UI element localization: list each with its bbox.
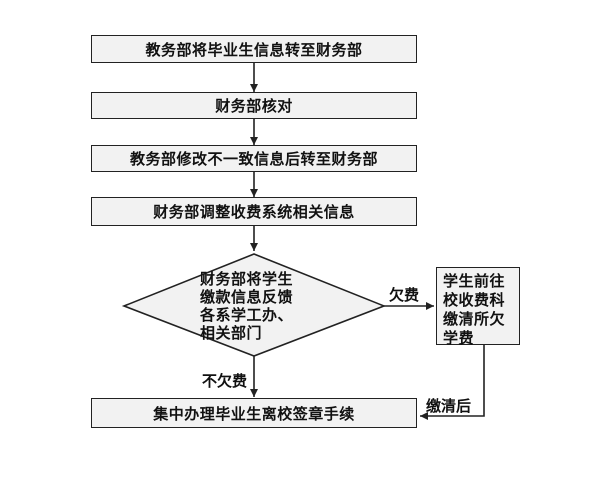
arrow-side-final — [420, 345, 485, 420]
branch-no-debt-label: 不欠费 — [202, 372, 248, 390]
step-1-box: 教务部将毕业生信息转至财务部 — [91, 35, 417, 63]
side-step-box: 学生前往 校收费科 缴清所欠 学费 — [436, 267, 520, 347]
decision-text: 财务部将学生 缴款信息反馈 各系学工办、 相关部门 — [200, 270, 294, 342]
return-label: 缴清后 — [426, 397, 472, 415]
step-4-box: 财务部调整收费系统相关信息 — [91, 197, 417, 226]
final-step-box: 集中办理毕业生离校签章手续 — [91, 398, 417, 428]
step-2-box: 财务部核对 — [91, 92, 417, 119]
step-3-box: 教务部修改不一致信息后转至财务部 — [91, 145, 417, 172]
branch-debt-label: 欠费 — [389, 286, 420, 304]
